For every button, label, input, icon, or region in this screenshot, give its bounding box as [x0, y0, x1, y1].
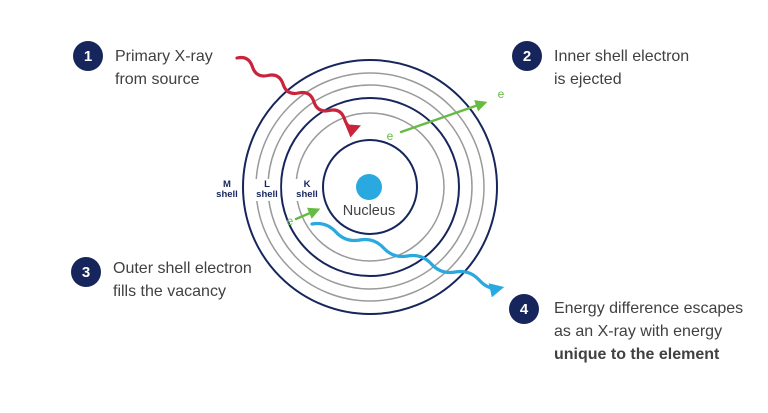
electron-symbol-ejected-start: e [386, 129, 394, 143]
electron-symbol-ejected-end: e [497, 87, 505, 101]
step-4-line-3: unique to the element [554, 346, 720, 363]
step-4-badge: 4 [509, 294, 539, 324]
nucleus-dot [356, 174, 382, 200]
step-4-line-2: as an X-ray with energy [554, 323, 723, 340]
step-1-line-2: from source [115, 71, 200, 88]
step-4-line-1: Energy difference escapes [554, 300, 744, 317]
k-shell-word: shell [296, 189, 318, 200]
step-1-text: Primary X-ray from source [115, 45, 213, 91]
nucleus-label: Nucleus [342, 203, 396, 219]
step-2-badge: 2 [512, 41, 542, 71]
primary-xray-arrow [235, 55, 361, 138]
step-3-badge: 3 [71, 257, 101, 287]
step-4-number: 4 [519, 300, 529, 318]
emitted-xray-arrow [310, 221, 505, 298]
l-shell-word: shell [256, 189, 278, 200]
step-1-number: 1 [83, 47, 93, 65]
step-2-text: Inner shell electron is ejected [554, 45, 689, 91]
step-4-text: Energy difference escapes as an X-ray wi… [554, 297, 743, 366]
l-shell-label: L shell [254, 179, 280, 201]
m-shell-letter: M [223, 179, 231, 190]
electron-symbol-outer: e [286, 214, 294, 228]
step-1-badge: 1 [73, 41, 103, 71]
shell-ring-middle-navy [280, 97, 460, 277]
step-3-text: Outer shell electron fills the vacancy [113, 257, 252, 303]
shell-ring-outer-navy [242, 59, 498, 315]
step-3-number: 3 [81, 263, 91, 281]
step-1-line-1: Primary X-ray [115, 48, 213, 65]
k-shell-letter: K [303, 179, 311, 190]
step-2-number: 2 [522, 47, 532, 65]
m-shell-word: shell [216, 189, 238, 200]
step-2-line-1: Inner shell electron [554, 48, 690, 65]
k-shell-label: K shell [294, 179, 320, 201]
fill-vacancy-arrow [294, 207, 321, 221]
l-shell-letter: L [264, 179, 270, 190]
m-shell-label: M shell [214, 179, 240, 201]
step-3-line-2: fills the vacancy [113, 283, 226, 300]
ejected-electron-arrow [399, 100, 488, 134]
step-3-line-1: Outer shell electron [113, 260, 252, 277]
step-2-line-2: is ejected [554, 71, 622, 88]
